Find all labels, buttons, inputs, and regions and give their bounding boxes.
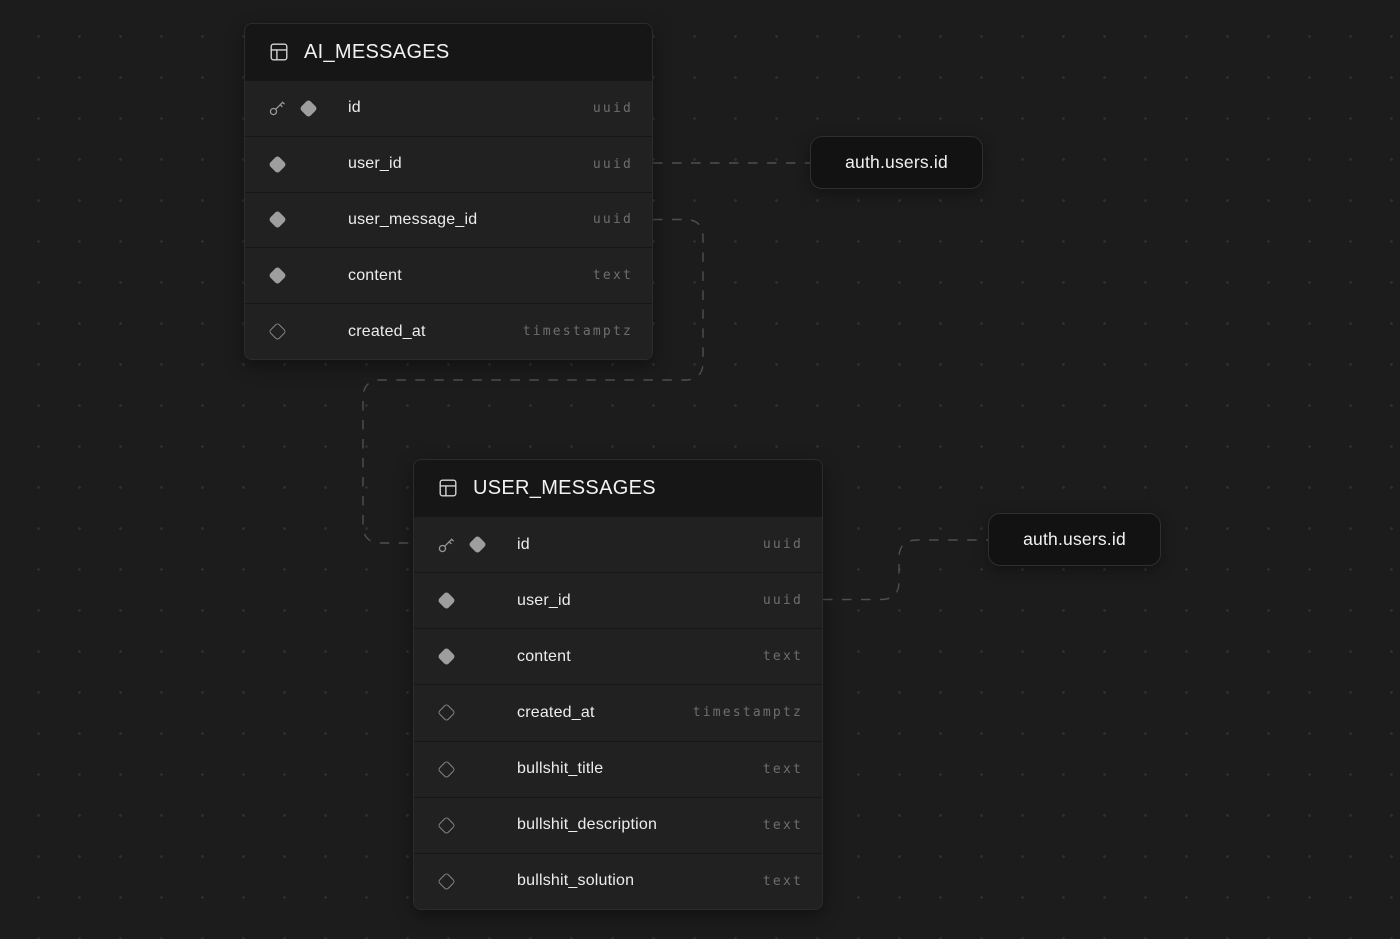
nullable-diamond-icon <box>437 816 456 835</box>
table-row: content text <box>414 628 822 685</box>
nullable-diamond-icon <box>437 703 456 723</box>
column-type: timestamptz <box>692 705 803 721</box>
table-icon-slot <box>437 477 473 499</box>
not-null-diamond-icon <box>268 210 287 230</box>
column-name: bullshit_description <box>517 816 658 834</box>
column-type: uuid <box>762 593 803 609</box>
column-type: text <box>762 817 803 833</box>
table-row: created_at timestamptz <box>414 684 822 741</box>
column-name: created_at <box>517 703 595 721</box>
ref-node-auth-users-id[interactable]: auth.users.id <box>810 136 983 189</box>
not-null-diamond-icon <box>268 154 287 174</box>
table-title: USER_MESSAGES <box>473 476 656 499</box>
column-name: user_id <box>517 591 571 609</box>
column-type: text <box>592 268 633 284</box>
ref-node-label: auth.users.id <box>845 152 948 172</box>
primary-key-icon <box>269 102 285 116</box>
column-name: content <box>348 266 402 284</box>
column-name: created_at <box>348 322 426 340</box>
not-null-diamond-icon <box>437 591 456 610</box>
column-name: bullshit_solution <box>517 872 635 890</box>
column-type: text <box>762 761 803 777</box>
not-null-diamond-icon <box>468 535 487 554</box>
column-type: timestamptz <box>522 324 633 340</box>
table-header[interactable]: AI_MESSAGES <box>245 24 652 80</box>
table-row: content text <box>245 247 652 304</box>
column-name: content <box>517 647 571 665</box>
column-type: text <box>762 649 803 665</box>
not-null-diamond-icon <box>437 647 456 667</box>
table-icon-slot <box>268 41 304 63</box>
nullable-diamond-icon <box>437 872 456 891</box>
nullable-diamond-icon <box>268 322 287 341</box>
column-name: id <box>517 535 530 553</box>
column-type: text <box>762 873 803 889</box>
column-type: uuid <box>592 212 633 228</box>
not-null-diamond-icon <box>268 266 287 285</box>
table-row: bullshit_title text <box>414 740 822 797</box>
table-row: bullshit_description text <box>414 796 822 853</box>
ref-node-label: auth.users.id <box>1023 529 1126 549</box>
edge-user-messages-user-id-to-auth-users <box>823 539 988 601</box>
column-type: uuid <box>592 100 633 116</box>
column-name: bullshit_title <box>517 760 604 778</box>
table-header[interactable]: USER_MESSAGES <box>414 460 822 516</box>
primary-key-icon <box>438 538 454 552</box>
table-node-user-messages[interactable]: USER_MESSAGES id uuid user_id uuid content te… <box>413 459 823 910</box>
table-row: user_id uuid <box>245 135 652 192</box>
column-name: user_message_id <box>348 210 478 228</box>
table-row: id uuid <box>414 516 822 573</box>
not-null-diamond-icon <box>299 99 318 118</box>
column-name: user_id <box>348 155 402 173</box>
table-icon <box>270 43 288 61</box>
table-icon <box>439 479 457 497</box>
column-type: uuid <box>762 537 803 553</box>
column-name: id <box>348 99 361 117</box>
table-rows: id uuid user_id uuid content text created_at ti… <box>414 516 822 909</box>
table-row: bullshit_solution text <box>414 852 822 909</box>
nullable-diamond-icon <box>437 759 456 779</box>
table-title: AI_MESSAGES <box>304 40 450 63</box>
ref-node-auth-users-id[interactable]: auth.users.id <box>988 513 1161 566</box>
table-row: user_message_id uuid <box>245 191 652 248</box>
table-row: id uuid <box>245 80 652 136</box>
table-row: created_at timestamptz <box>245 303 652 359</box>
column-type: uuid <box>592 156 633 172</box>
table-row: user_id uuid <box>414 572 822 629</box>
